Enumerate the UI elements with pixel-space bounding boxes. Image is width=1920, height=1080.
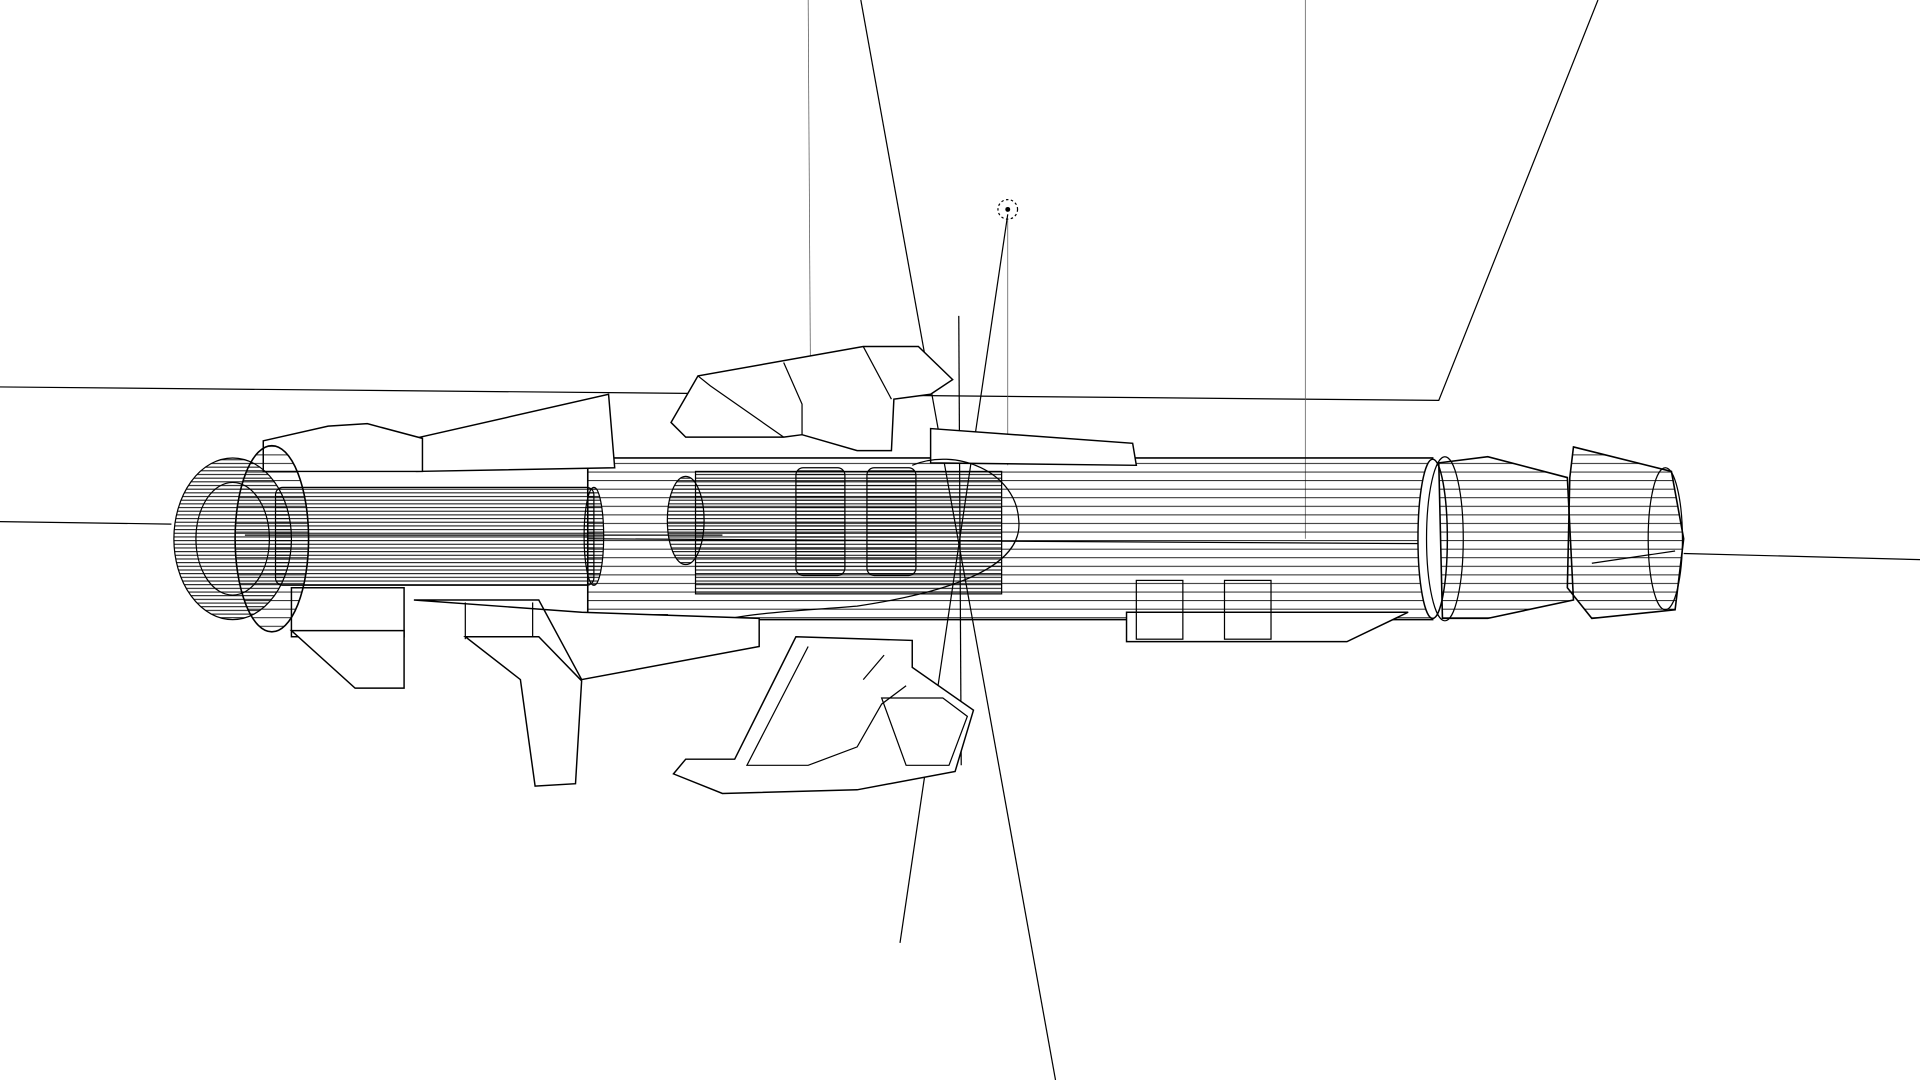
launcher-model (173, 345, 1685, 795)
top-sight (670, 345, 1138, 467)
muzzle-flare (1417, 445, 1685, 622)
lamp-icon (997, 198, 1019, 220)
rear-assembly (173, 393, 723, 689)
center-housing (611, 458, 1020, 643)
lower-body (413, 599, 760, 787)
pistol-grip (672, 635, 975, 795)
